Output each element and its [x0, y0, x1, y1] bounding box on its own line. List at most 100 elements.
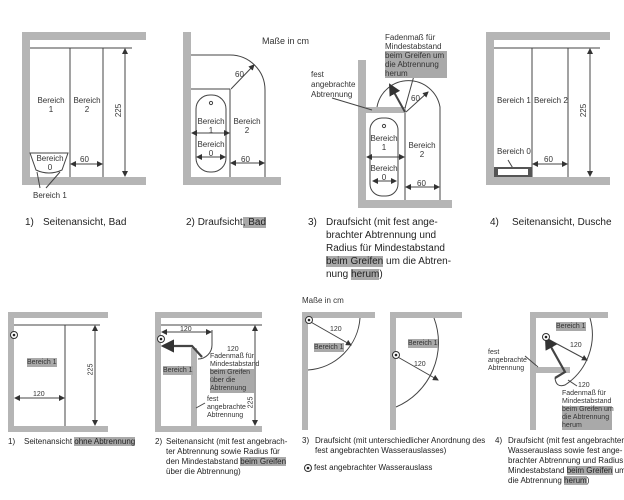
thread-label: Fadenmaß für Mindestabstand	[210, 353, 260, 368]
zone-1-label: Bereich 1	[37, 96, 65, 114]
caption: 1) Seitenansicht ohne Abtrennung	[8, 437, 136, 447]
caption-line: Radius für Mindestabstand	[326, 243, 445, 254]
caption-highlight: beim Greifen	[240, 457, 287, 466]
caption-text: Draufsicht	[197, 217, 243, 228]
zone-1-label: Bereich 1	[370, 134, 398, 152]
caption-highlight: beim Greifen	[566, 466, 613, 475]
walls	[8, 32, 610, 432]
shower-tray	[494, 167, 532, 177]
caption-text: nung	[326, 269, 352, 280]
caption-line: Mindestabstand beim Greifen um	[508, 466, 624, 476]
zone-0-label: Bereich 0	[497, 147, 531, 156]
caption-text: Seitenansicht	[24, 437, 75, 446]
zone-2-label: Bereich 2	[534, 96, 568, 105]
caption: Draufsicht (mit fest ange- brachter Abtr…	[326, 216, 451, 281]
caption-line: Wasserauslass sowie fest ange-	[508, 446, 623, 455]
caption-text: die Abtrennung	[508, 476, 565, 485]
caption: Seitenansicht, Dusche	[512, 217, 612, 228]
caption: 2) Draufsicht, Bad	[186, 216, 267, 229]
units-label: Maße in cm	[262, 36, 310, 46]
zone-2-label: Bereich 2	[233, 117, 261, 135]
lines	[14, 47, 600, 426]
zone-1-tub-label: Bereich 1	[33, 191, 67, 200]
width-dimension: 60	[241, 155, 250, 164]
width-dimension: 60	[544, 155, 553, 164]
caption-highlight: ohne Abtrennung	[74, 437, 136, 446]
radius-dimension: 120	[414, 361, 426, 368]
radius-dimension: 120	[330, 326, 342, 333]
caption-text: den Mindestabstand	[166, 457, 241, 466]
height-dimension: 225	[579, 103, 589, 118]
caption-number: 3)	[308, 217, 317, 228]
units-label: Maße in cm	[302, 296, 344, 305]
width-dimension: 60	[80, 155, 89, 164]
caption: Draufsicht (mit unterschiedlicher Anordn…	[315, 436, 485, 456]
zone-2-label: Bereich 2	[408, 141, 436, 159]
partition-label: fest angebrachte Abtrennung	[207, 396, 246, 419]
legend-water-outlet: fest angebrachter Wasserauslass	[314, 463, 433, 472]
caption-text: )	[379, 269, 383, 280]
caption-line: die Abtrennung herum)	[508, 476, 624, 486]
caption-line: Draufsicht (mit fest angebrachtem	[508, 436, 624, 445]
caption-highlight: herum	[351, 269, 380, 280]
caption-highlight: , Bad	[242, 217, 267, 228]
caption-number: 2)	[186, 217, 195, 228]
caption-text: Mindestabstand	[508, 466, 567, 475]
zone-1-label: Bereich 1	[408, 339, 438, 348]
zone-1-label: Bereich 1	[163, 366, 193, 375]
caption-line: brachter Abtrennung und Radius für	[508, 456, 624, 465]
caption: Draufsicht (mit fest angebrachtem Wasser…	[508, 436, 624, 486]
zone-2-label: Bereich 2	[73, 96, 101, 114]
caption-line: beim Greifen um die Abtren-	[326, 255, 451, 268]
thread-radius-dimension: 120	[578, 382, 590, 389]
caption-number: 3)	[302, 436, 310, 445]
caption-line: über die Abtrennung)	[166, 467, 241, 476]
thread-label: Fadenmaß für Mindestabstand	[385, 33, 442, 51]
zone-1-label: Bereich 1	[27, 358, 57, 367]
thread-label-highlight: beim Greifen über die Abtrennung	[210, 369, 254, 393]
caption: Seitenansicht, Bad	[43, 217, 127, 228]
caption-line: nung herum)	[326, 268, 451, 281]
width-dimension: 60	[417, 179, 426, 188]
height-dimension: 225	[114, 103, 124, 118]
caption-highlight: herum	[564, 476, 587, 485]
caption-line: den Mindestabstand beim Greifen	[166, 457, 287, 467]
radius-dimension: 60	[235, 70, 244, 79]
width-dimension: 120	[33, 391, 45, 398]
caption-number: 1)	[8, 437, 16, 446]
zone-0-label: Bereich 0	[370, 164, 398, 182]
caption-line: Seitenansicht (mit fest angebrach-	[166, 437, 288, 446]
width-dimension: 120	[180, 326, 192, 333]
caption: Seitenansicht (mit fest angebrach- ter A…	[166, 437, 287, 477]
radius-dimension: 60	[411, 94, 420, 103]
height-dimension: 225	[247, 396, 255, 409]
thread-label-highlight: beim Greifen um die Abtrennung herum	[562, 406, 614, 430]
caption-number: 1)	[25, 217, 34, 228]
caption-text: um	[614, 466, 624, 475]
caption-line: Draufsicht (mit unterschiedlicher Anordn…	[315, 436, 486, 445]
zone-1-label: Bereich 1	[556, 322, 586, 331]
caption-number: 4)	[490, 217, 499, 228]
caption-text: um die Abtren-	[383, 256, 452, 267]
zone-1-label: Bereich 1	[497, 96, 531, 105]
thread-label-highlight: beim Greifen um die Abtrennung herum	[385, 51, 448, 78]
caption-line: ter Abtrennung sowie Radius für	[166, 447, 280, 456]
thread-label: Fadenmaß für Mindestabstand	[562, 390, 612, 405]
caption-number: 2)	[155, 437, 163, 446]
zone-1-label: Bereich 1	[197, 117, 225, 135]
caption-text: )	[586, 476, 590, 485]
caption-line: Draufsicht (mit fest ange-	[326, 217, 438, 228]
partition-label: fest angebrachte Abtrennung	[311, 70, 356, 99]
height-dimension: 225	[87, 363, 95, 376]
caption-number: 4)	[495, 436, 503, 445]
caption-line: fest angebrachten Wasserauslasses)	[315, 446, 447, 455]
zone-0-label: Bereich 0	[197, 140, 225, 158]
partition-label: fest angebrachte Abtrennung	[488, 349, 527, 372]
caption-highlight: beim Greifen	[326, 256, 384, 267]
zone-0-label: Bereich 0	[36, 154, 64, 172]
radius-dimension: 120	[570, 342, 582, 349]
radius-dimension: 120	[227, 346, 239, 353]
caption-line: brachter Abtrennung und	[326, 230, 437, 241]
